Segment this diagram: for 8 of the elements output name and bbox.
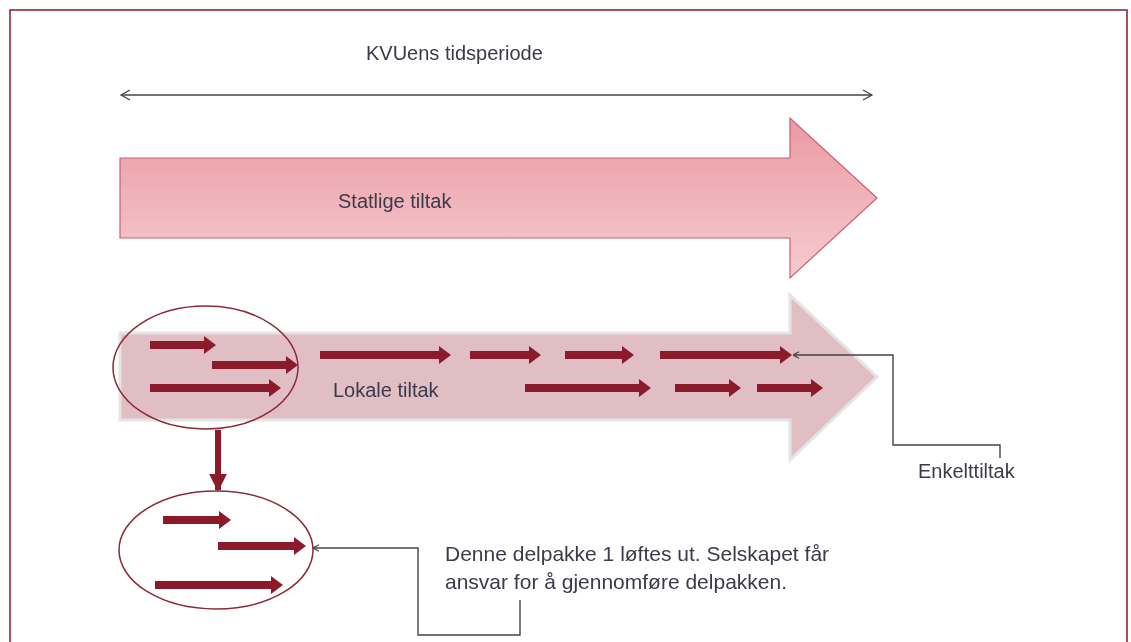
leader-line — [312, 544, 521, 636]
leader-line — [792, 351, 1001, 459]
period-label: KVUens tidsperiode — [366, 41, 543, 66]
arrow-label: Lokale tiltak — [333, 378, 439, 403]
callout-text: Denne delpakke 1 løftes ut. Selskapet får ansvar for å gjennomføre delpakken. — [445, 541, 831, 595]
callout-text: Enkelttiltak — [918, 459, 1015, 484]
arrow — [209, 430, 227, 492]
arrow-label: Statlige tiltak — [338, 189, 452, 214]
